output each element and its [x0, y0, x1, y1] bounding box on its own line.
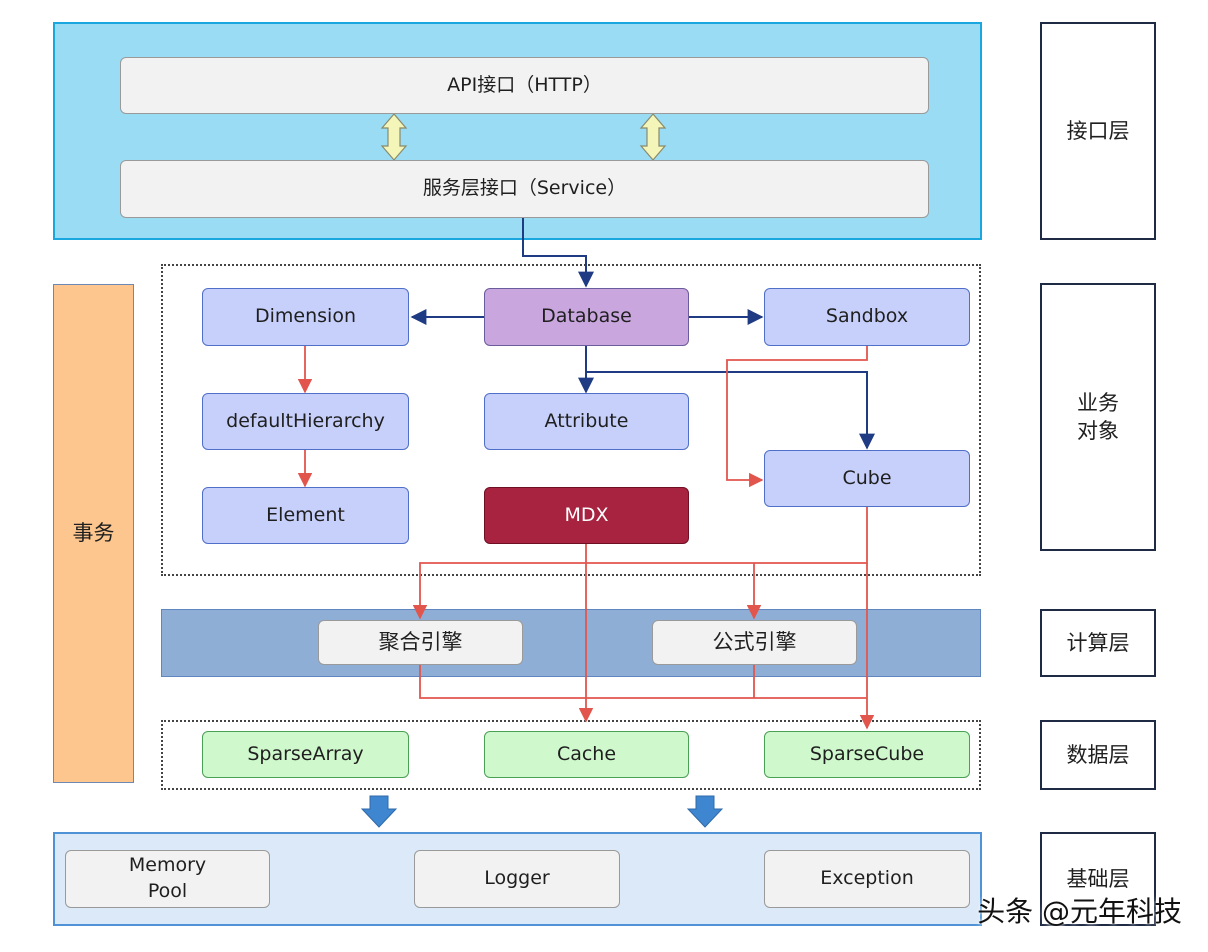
service-interface-box: 服务层接口（Service）: [120, 160, 929, 218]
base-layer-label: 基础层: [1040, 832, 1156, 926]
data-layer-frame: [161, 720, 981, 790]
element-box: Element: [202, 487, 409, 544]
memory-pool-box: Memory Pool: [65, 850, 270, 908]
sparse-array-box: SparseArray: [202, 731, 409, 778]
down-arrow-right: [686, 795, 724, 828]
api-service-double-arrow-left: [380, 113, 408, 161]
interface-layer-label: 接口层: [1040, 22, 1156, 240]
sandbox-to-cube-arrow: [726, 346, 868, 488]
service-to-database-arrow: [522, 218, 594, 288]
dimension-box: Dimension: [202, 288, 409, 346]
cube-box: Cube: [764, 450, 970, 507]
footer-credit: 头条 @元年科技: [977, 895, 1182, 928]
transaction-column: 事务: [53, 284, 134, 783]
sparse-cube-box: SparseCube: [764, 731, 970, 778]
engines-merge-line: [419, 665, 867, 699]
mdx-box: MDX: [484, 487, 689, 544]
cube-to-engines-arrow: [412, 507, 868, 620]
aggregation-engine-box: 聚合引擎: [318, 620, 523, 665]
business-layer-label: 业务 对象: [1040, 283, 1156, 551]
sandbox-box: Sandbox: [764, 288, 970, 346]
down-arrow-left: [360, 795, 398, 828]
attribute-box: Attribute: [484, 393, 689, 450]
formula-engine-box: 公式引擎: [652, 620, 857, 665]
exception-box: Exception: [764, 850, 970, 908]
api-service-double-arrow-right: [639, 113, 667, 161]
logger-box: Logger: [414, 850, 620, 908]
api-interface-box: API接口（HTTP）: [120, 57, 929, 114]
compute-layer-label: 计算层: [1040, 609, 1156, 677]
default-hierarchy-box: defaultHierarchy: [202, 393, 409, 450]
data-layer-label: 数据层: [1040, 720, 1156, 790]
business-objects-frame: [161, 264, 981, 576]
database-box: Database: [484, 288, 689, 346]
cache-box: Cache: [484, 731, 689, 778]
database-to-cube-arrow: [586, 371, 875, 450]
